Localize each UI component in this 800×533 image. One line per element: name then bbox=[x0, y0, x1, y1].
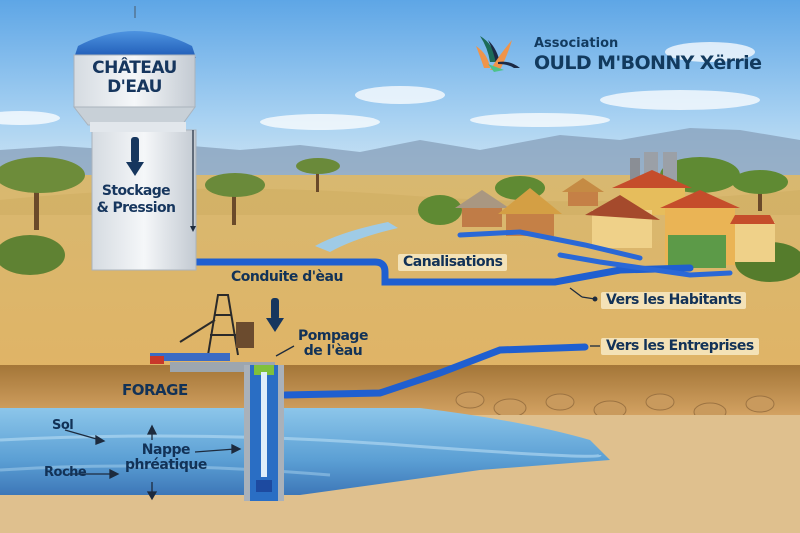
label-nappe-phreatique: Nappe phréatique bbox=[125, 443, 207, 472]
label-sol: Sol bbox=[52, 418, 74, 433]
down-arrow-icon bbox=[126, 137, 144, 176]
borehole bbox=[244, 365, 284, 501]
down-arrow-icon bbox=[266, 298, 284, 332]
huts bbox=[455, 178, 604, 236]
function-line1: Stockage bbox=[101, 183, 171, 199]
mountains bbox=[0, 128, 800, 185]
brand-name: OULD M'BONNY Xërrie bbox=[534, 52, 762, 74]
label-vers-habitants: Vers les Habitants bbox=[601, 292, 747, 309]
water-tower-title: CHÂTEAU D'EAU bbox=[74, 59, 195, 97]
distribution-pipes bbox=[161, 229, 733, 286]
drilling-rig bbox=[179, 294, 239, 356]
river bbox=[315, 222, 398, 252]
label-pompage-line1: Pompage bbox=[298, 328, 368, 344]
clouds bbox=[0, 42, 760, 130]
stylized-leaves-logo-icon bbox=[476, 36, 520, 72]
water-tower-title-line2: D'EAU bbox=[107, 77, 162, 97]
label-forage: FORAGE bbox=[122, 381, 188, 399]
houses bbox=[585, 170, 775, 268]
water-tower bbox=[72, 6, 197, 271]
water-tower-function: Stockage & Pression bbox=[88, 183, 184, 217]
label-roche: Roche bbox=[44, 465, 87, 480]
rock-stones bbox=[455, 391, 775, 422]
brand-prefix: Association bbox=[534, 36, 619, 51]
pointer-lines bbox=[64, 287, 600, 501]
label-conduite: Conduite d'èau bbox=[231, 269, 343, 285]
label-pompage-line2: de l'èau bbox=[303, 342, 363, 359]
water-tower-title-line1: CHÂTEAU bbox=[92, 58, 177, 78]
label-pompage: Pompage de l'èau bbox=[298, 329, 368, 358]
enterprise-pipe bbox=[281, 343, 589, 399]
label-vers-entreprises: Vers les Entreprises bbox=[601, 338, 759, 355]
function-line2: & Pression bbox=[96, 200, 176, 216]
label-nappe-line1: Nappe bbox=[141, 442, 191, 458]
label-canalisations: Canalisations bbox=[398, 254, 508, 271]
label-nappe-line2: phréatique bbox=[125, 456, 207, 473]
